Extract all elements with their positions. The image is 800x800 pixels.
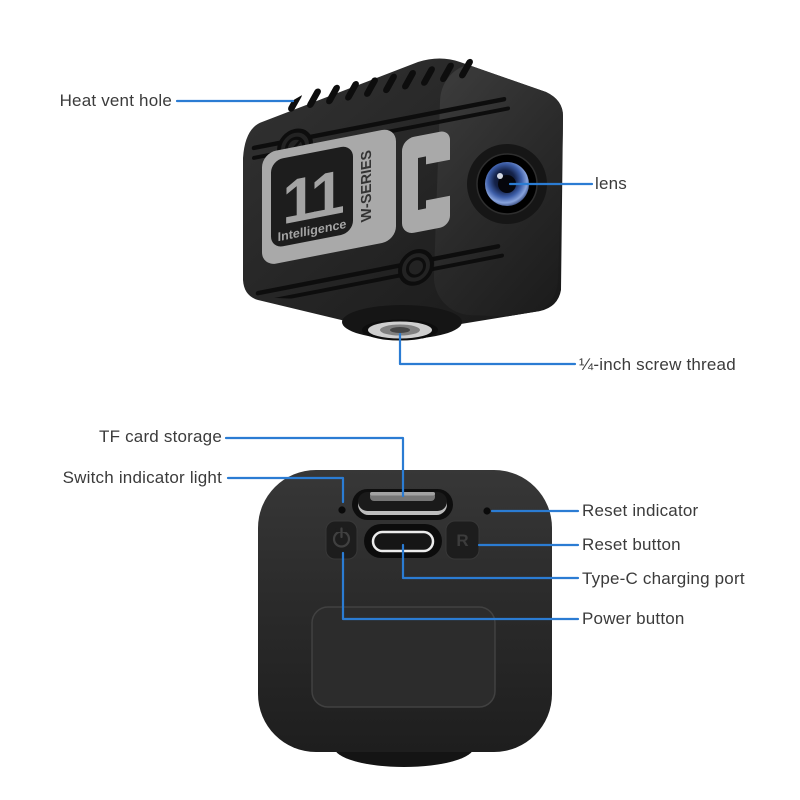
- battery-cover: [311, 606, 496, 708]
- callout-reset-button: Reset button: [582, 535, 681, 554]
- model-number: 11: [282, 157, 344, 238]
- leader-line-screw-thread: [398, 332, 577, 366]
- callout-heat-vent-hole: Heat vent hole: [59, 91, 172, 110]
- callout-tf-card-storage: TF card storage: [99, 427, 222, 446]
- leader-line-tf-card: [224, 436, 405, 498]
- tf-card-slot: [352, 489, 453, 520]
- leader-lines: [175, 99, 594, 621]
- power-button: [325, 520, 358, 560]
- lens: [467, 144, 547, 224]
- front-label-panel: 11 Intelligence W-SERIES: [262, 129, 450, 264]
- leader-line-type-c: [401, 543, 580, 580]
- callout-lens: lens: [595, 174, 627, 193]
- callout-power-button: Power button: [582, 609, 685, 628]
- callout-switch-indicator-light: Switch indicator light: [62, 468, 222, 487]
- series-label: W-SERIES: [359, 148, 375, 223]
- camera-back-view: R: [258, 470, 552, 767]
- bottom-groove-lines: [255, 244, 504, 306]
- power-icon: [332, 527, 351, 548]
- leader-line-switch-indicator: [226, 476, 345, 504]
- reset-indicator-hole: [483, 507, 491, 515]
- callout-screw-thread: ¼-inch screw thread: [579, 355, 736, 374]
- reset-button-letter: R: [456, 531, 468, 550]
- screw-thread-mount: [342, 305, 462, 341]
- callout-reset-indicator: Reset indicator: [582, 501, 699, 520]
- switch-indicator-light: [338, 506, 346, 514]
- logo-letter-c-shape: [402, 131, 450, 233]
- screw-detail-bottom: [398, 249, 434, 286]
- leader-line-power-button: [341, 551, 580, 621]
- callout-type-c-charging-port: Type-C charging port: [582, 569, 745, 588]
- reset-button: R: [445, 520, 480, 560]
- type-c-port: [364, 524, 442, 558]
- camera-front-view: 11 Intelligence W-SERIES: [243, 58, 563, 341]
